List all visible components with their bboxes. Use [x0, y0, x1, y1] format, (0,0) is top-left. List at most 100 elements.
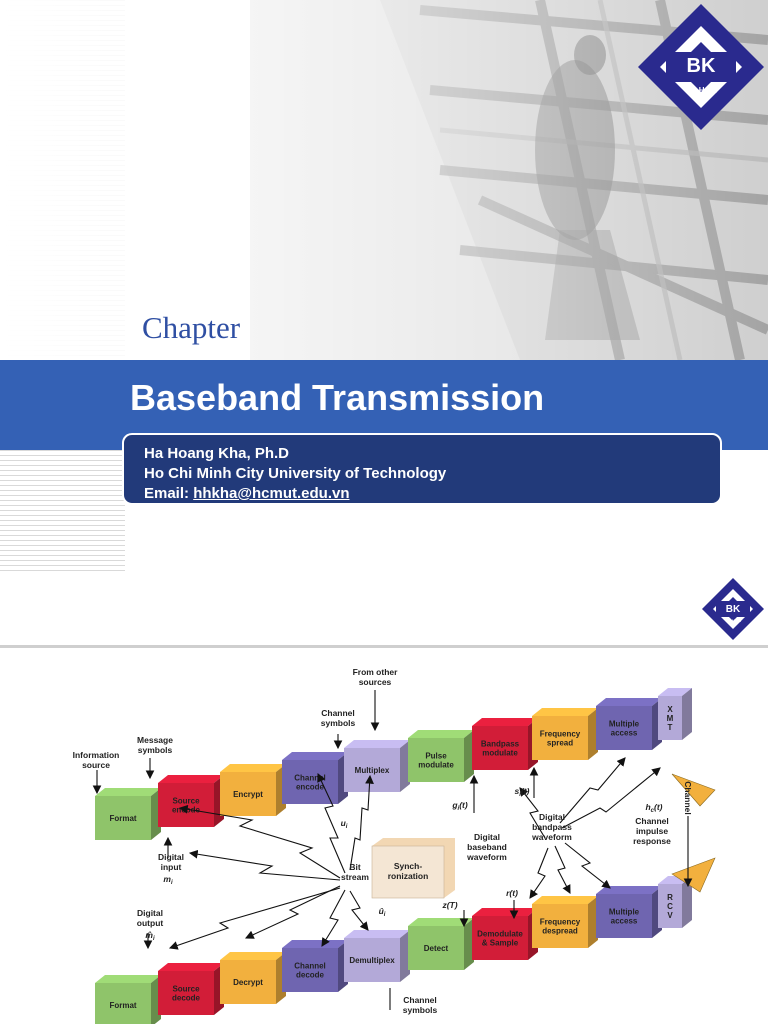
slide-divider — [0, 645, 768, 648]
tx-block-label: Pulse — [425, 752, 447, 761]
rx-block-top — [344, 930, 410, 938]
rx-block-5: Detect — [408, 918, 474, 970]
logo-text-bk: BK — [687, 55, 716, 77]
information-source-1: Information — [73, 750, 120, 760]
slide-title: Baseband Transmission — [130, 377, 545, 418]
digital-baseband-1: Digital — [474, 832, 500, 842]
channel-symbols-bottom-1: Channel — [403, 995, 437, 1005]
chapter-label: Chapter — [142, 310, 241, 345]
rx-block-9: RCV — [658, 876, 692, 928]
rx-block-top — [596, 886, 662, 894]
tx-block-face — [596, 706, 652, 750]
rx-block-label: decode — [296, 971, 325, 980]
channel-vertical-label: Channel — [683, 781, 693, 815]
rx-block-face — [282, 948, 338, 992]
tx-block-label: Frequency — [540, 730, 581, 739]
tx-block-9: XMT — [658, 688, 692, 740]
from-other-sources-1: From other — [353, 667, 399, 677]
rx-block-face — [408, 926, 464, 970]
tx-block-label: X — [667, 705, 673, 714]
rx-block-label: Demultiplex — [349, 956, 395, 965]
rx-block-top — [95, 975, 161, 983]
tx-block-side — [588, 708, 598, 760]
from-other-sources-2: sources — [359, 677, 392, 687]
z-label: z(T) — [441, 900, 457, 910]
rx-block-face — [344, 938, 400, 982]
channel-impulse-2: impulse — [636, 826, 668, 836]
tx-block-side — [464, 730, 474, 782]
rx-block-label: Demodulate — [477, 930, 523, 939]
tx-block-face — [344, 748, 400, 792]
tx-block-top — [344, 740, 410, 748]
tx-block-label: Source — [172, 797, 200, 806]
bit-stream-2: stream — [341, 872, 369, 882]
rx-block-0: Format — [95, 975, 161, 1024]
bk-logo: BK TP. HCM — [638, 4, 764, 130]
channel-symbols-top-2: symbols — [321, 718, 356, 728]
rx-block-top — [158, 963, 224, 971]
digital-output-1: Digital — [137, 908, 163, 918]
university-name: Ho Chi Minh City University of Technolog… — [144, 465, 447, 482]
rx-block-face — [158, 971, 214, 1015]
bit-stream-1: Bit — [349, 862, 361, 872]
rx-block-top — [282, 940, 348, 948]
tx-block-face — [220, 772, 276, 816]
tx-block-top — [282, 752, 348, 760]
email-link[interactable]: hhkha@hcmut.edu.vn — [193, 485, 350, 502]
digital-bandpass-1: Digital — [539, 812, 565, 822]
channel-symbols-bottom-2: symbols — [403, 1005, 438, 1015]
rx-block-label: decode — [172, 994, 201, 1003]
tx-block-face — [408, 738, 464, 782]
tx-block-label: modulate — [482, 749, 518, 758]
channel-wedge-top — [671, 773, 716, 807]
tx-block-label: encode — [296, 783, 325, 792]
tx-block-side — [400, 740, 410, 792]
author-info-box: Ha Hoang Kha, Ph.D Ho Chi Minh City Univ… — [122, 433, 722, 505]
rx-block-label: Source — [172, 985, 200, 994]
rx-block-side — [400, 930, 410, 982]
tx-block-2: Encrypt — [220, 764, 286, 816]
s-label: si(t) — [515, 786, 530, 798]
rx-block-side — [588, 896, 598, 948]
rx-block-top — [472, 908, 538, 916]
rx-block-4: Demultiplex — [344, 930, 410, 982]
rx-block-label: Multiple — [609, 908, 640, 917]
rx-block-label: despread — [542, 927, 578, 936]
digital-baseband-3: waveform — [466, 852, 507, 862]
rx-block-label: Detect — [424, 944, 449, 953]
digital-bandpass-3: waveform — [531, 832, 572, 842]
bk-logo-small: BK TP. HCM — [702, 578, 764, 640]
author-name: Ha Hoang Kha, Ph.D — [144, 445, 290, 462]
tx-block-top — [658, 688, 692, 696]
tx-block-label: T — [668, 723, 673, 732]
logo-small-text-tphcm: TP. HCM — [725, 618, 742, 623]
title-slide: Chapter Baseband Transmission Ha Hoang K… — [0, 0, 768, 640]
rx-block-2: Decrypt — [220, 952, 286, 1004]
digital-input-sym: mi — [163, 874, 173, 886]
tx-block-top — [472, 718, 538, 726]
rx-block-face — [220, 960, 276, 1004]
tx-block-label: Multiplex — [355, 766, 390, 775]
digital-output-sym: m̂i — [145, 930, 155, 942]
rx-block-face — [596, 894, 652, 938]
rx-block-side — [682, 876, 692, 928]
message-symbols-1: Message — [137, 735, 173, 745]
logo-small-text-bk: BK — [726, 604, 741, 615]
tx-block-label: spread — [547, 739, 573, 748]
information-source-2: source — [82, 760, 110, 770]
tx-block-side — [682, 688, 692, 740]
rx-block-face — [532, 904, 588, 948]
rx-block-label: V — [667, 911, 673, 920]
rx-block-side — [464, 918, 474, 970]
sync-label-2: ronization — [388, 871, 429, 881]
tx-block-label: Encrypt — [233, 790, 263, 799]
tx-block-label: encode — [172, 806, 201, 815]
logo-text-tphcm: TP. HCM — [685, 86, 717, 95]
tx-block-label: Channel — [294, 774, 326, 783]
tx-block-label: Bandpass — [481, 740, 520, 749]
